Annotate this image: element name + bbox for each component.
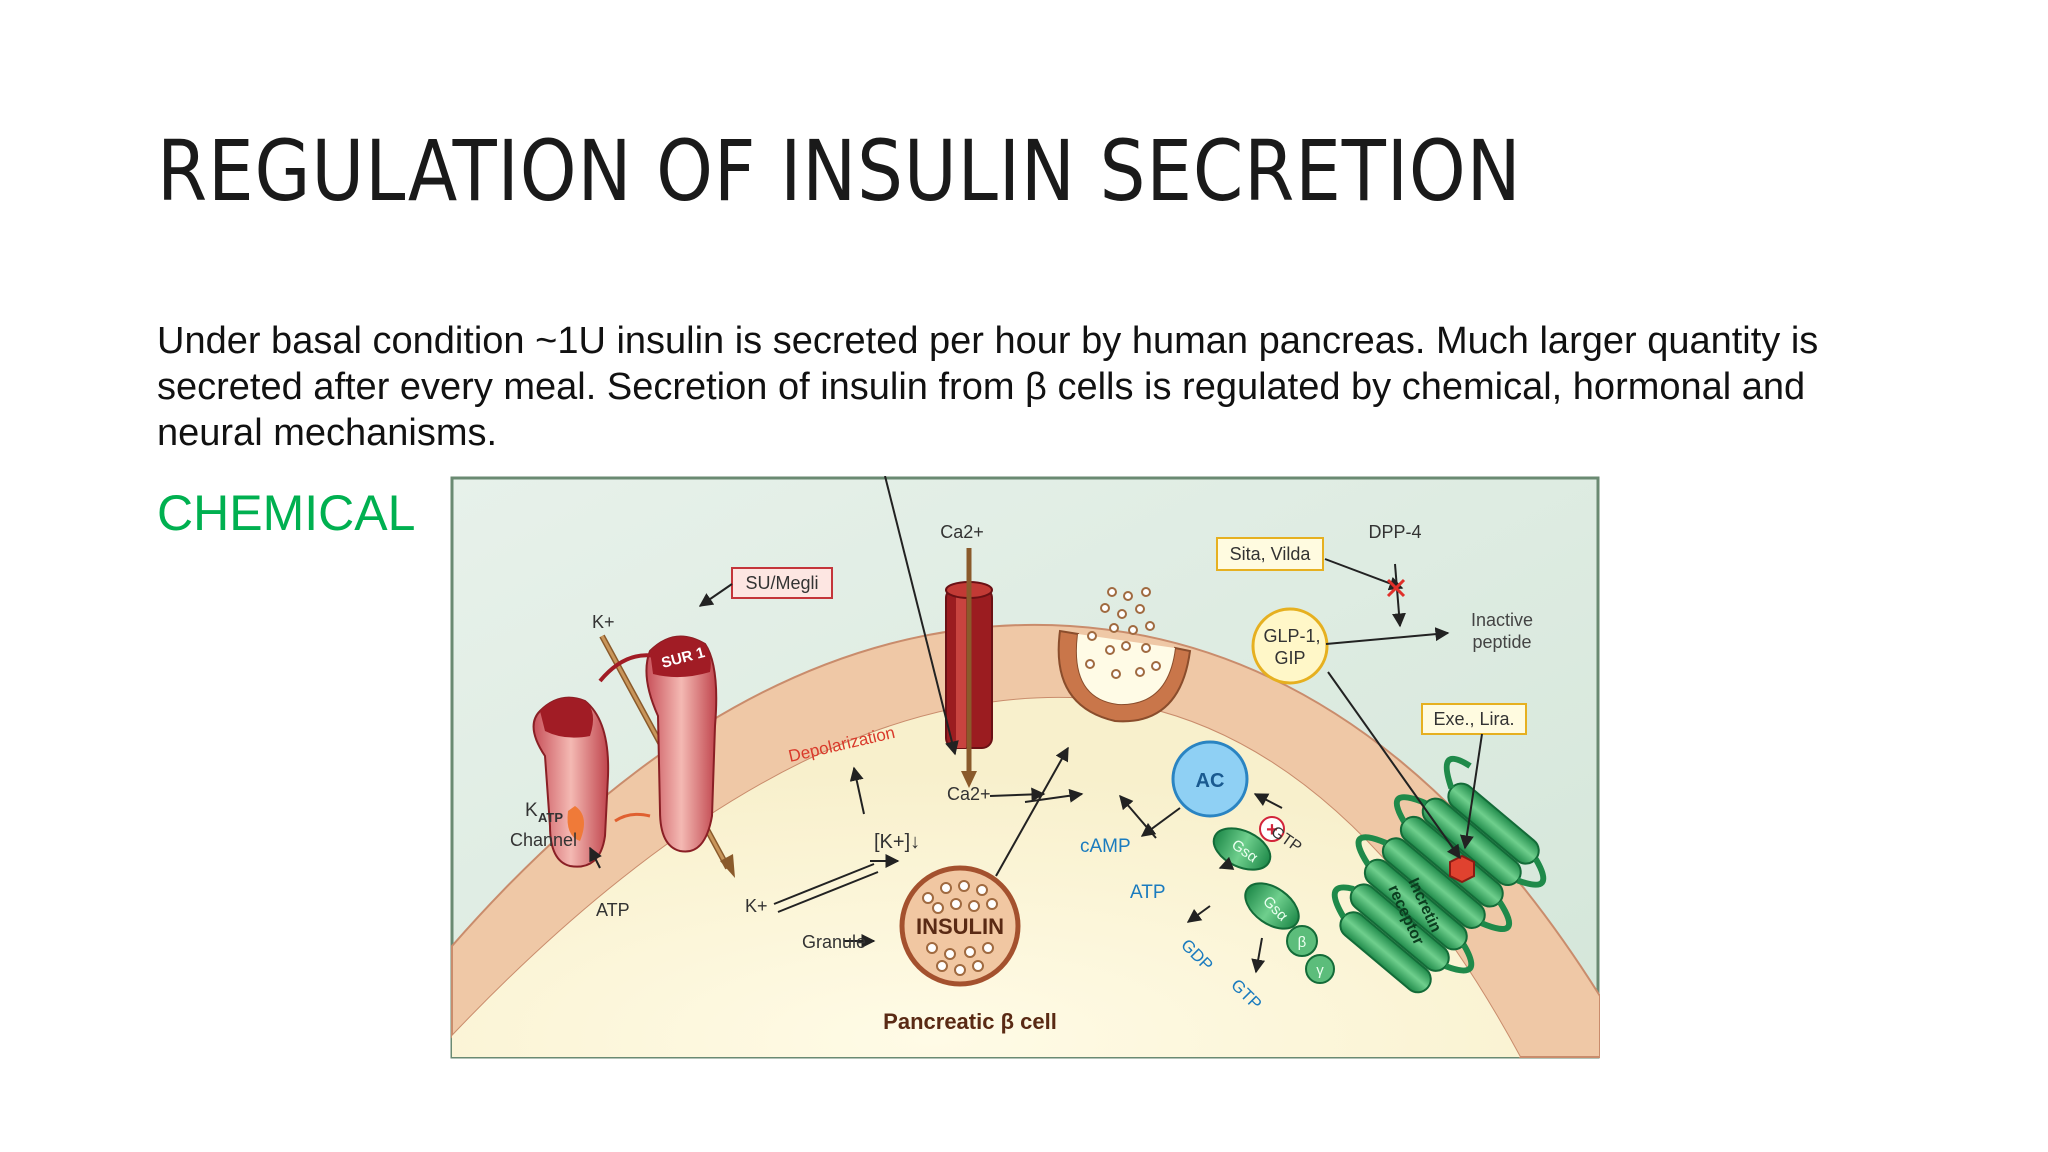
section-heading-chemical: CHEMICAL <box>157 485 416 541</box>
svg-text:β: β <box>1298 934 1307 951</box>
gs-alpha-gdp <box>1244 882 1300 930</box>
ac-label: AC <box>1196 770 1225 792</box>
svg-text:Inactive: Inactive <box>1471 610 1533 630</box>
g-beta <box>1286 925 1318 957</box>
svg-text:ATP: ATP <box>538 810 563 825</box>
stimulation-plus <box>1259 816 1285 842</box>
g-gamma <box>1305 954 1335 984</box>
svg-text:peptide: peptide <box>1472 632 1531 652</box>
svg-text:DPP-4: DPP-4 <box>1368 522 1421 542</box>
svg-text:Sita, Vilda: Sita, Vilda <box>1230 544 1312 564</box>
svg-text:γ: γ <box>1316 962 1324 979</box>
slide-body-text: Under basal condition ~1U insulin is sec… <box>157 320 1819 454</box>
svg-text:GIP: GIP <box>1274 648 1305 668</box>
svg-text:cAMP: cAMP <box>1080 836 1131 857</box>
svg-text:K+: K+ <box>592 612 615 632</box>
glp1-gip-circle <box>1251 607 1329 685</box>
svg-text:+: + <box>1266 819 1278 841</box>
svg-text:Channel: Channel <box>510 830 577 850</box>
svg-text:ATP: ATP <box>596 900 630 920</box>
svg-text:ATP: ATP <box>1130 882 1166 903</box>
sita-vilda-box <box>1216 537 1324 571</box>
pancreatic-cell-label: Pancreatic β cell <box>883 1009 1057 1034</box>
insulin-label: INSULIN <box>916 914 1004 939</box>
svg-text:SU/Megli: SU/Megli <box>745 573 818 593</box>
svg-text:Granule: Granule <box>802 932 866 952</box>
slide-title: REGULATION OF INSULIN SECRETION <box>157 122 1522 220</box>
adenylyl-cyclase <box>1171 740 1249 818</box>
svg-text:Exe., Lira.: Exe., Lira. <box>1433 709 1514 729</box>
exe-lira-box <box>1421 703 1527 735</box>
svg-text:Ca2+: Ca2+ <box>947 784 991 804</box>
ligand-hexagon <box>1449 854 1475 884</box>
svg-text:K: K <box>525 800 538 821</box>
incretin-receptor <box>1331 755 1547 994</box>
svg-text:K+: K+ <box>745 896 768 916</box>
svg-text:GLP-1,: GLP-1, <box>1263 626 1320 646</box>
svg-text:[K+]↓: [K+]↓ <box>874 831 920 853</box>
su-megli-box <box>731 567 833 599</box>
insulin-secretion-diagram: SUR 1 INSULIN AC + Gsα Gsα β γ <box>450 476 1600 1059</box>
svg-text:Ca2+: Ca2+ <box>940 522 984 542</box>
